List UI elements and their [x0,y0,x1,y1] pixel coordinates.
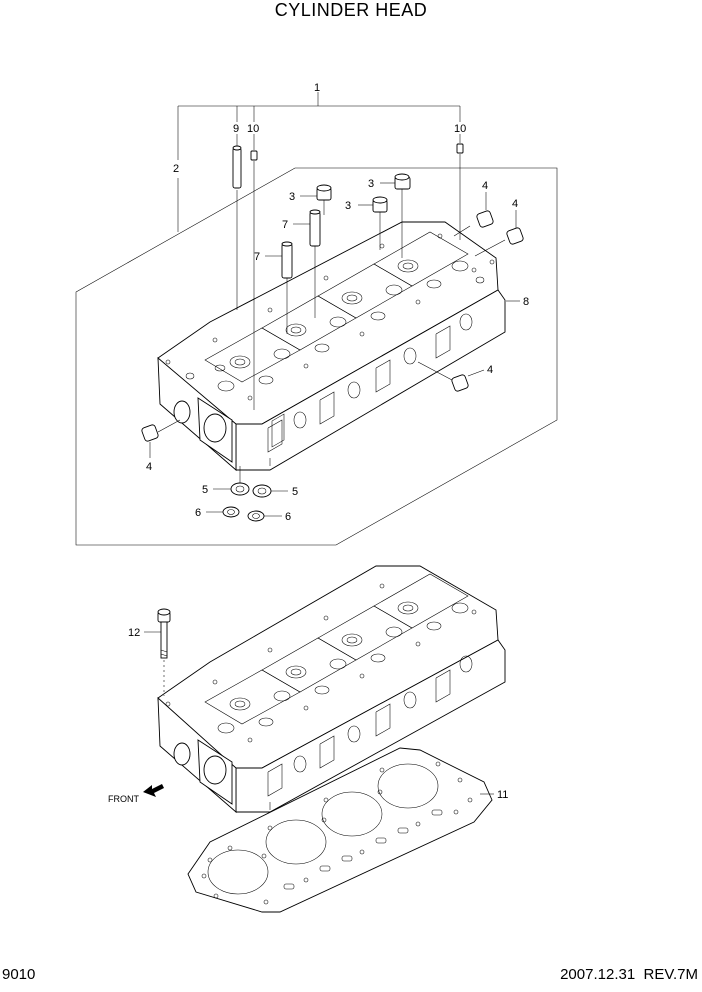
callout-12: 12 [128,627,140,639]
assembly-frame [75,167,558,546]
revision-date: 2007.12.31 [560,966,636,983]
part-9-pin [232,134,242,310]
revision-code: REV.7M [643,966,698,983]
callout-7b: 7 [254,251,260,263]
cylinder-head-lower [157,565,506,813]
callout-4d: 4 [146,461,152,473]
callout-5a: 5 [202,484,208,496]
callout-3b: 3 [368,178,374,190]
bracket-1 [177,92,461,232]
cylinder-head-upper [157,221,506,471]
callout-3a: 3 [289,191,295,203]
part-7-sleeves [265,209,321,334]
callout-4a: 4 [482,180,488,192]
part-11-head-gasket [187,747,494,913]
part-12-bolt [144,608,171,696]
front-label: FRONT [108,794,139,804]
callout-3c: 3 [345,200,351,212]
callout-6b: 6 [285,511,291,523]
part-10-dowel-left [250,134,258,410]
callout-2: 2 [173,163,179,175]
callout-6a: 6 [195,507,201,519]
front-direction-arrow [143,784,164,797]
page-title: CYLINDER HEAD [274,0,428,20]
callout-8: 8 [523,296,529,308]
part-3-caps [300,173,411,258]
callout-7a: 7 [282,219,288,231]
part-6-washers [206,506,282,522]
callout-1: 1 [314,82,320,94]
part-5-seals [213,466,288,498]
callout-11: 11 [497,789,508,801]
page-number: 9010 [2,966,36,983]
callout-5b: 5 [292,486,298,498]
part-4-plugs [141,192,524,458]
callout-9: 9 [233,123,239,135]
callout-4c: 4 [487,364,493,376]
callout-10a: 10 [247,123,259,135]
part-10-dowel-right [456,134,464,240]
callout-10b: 10 [454,123,466,135]
callout-4b: 4 [512,198,518,210]
revision-info: 2007.12.31 REV.7M [560,966,698,983]
